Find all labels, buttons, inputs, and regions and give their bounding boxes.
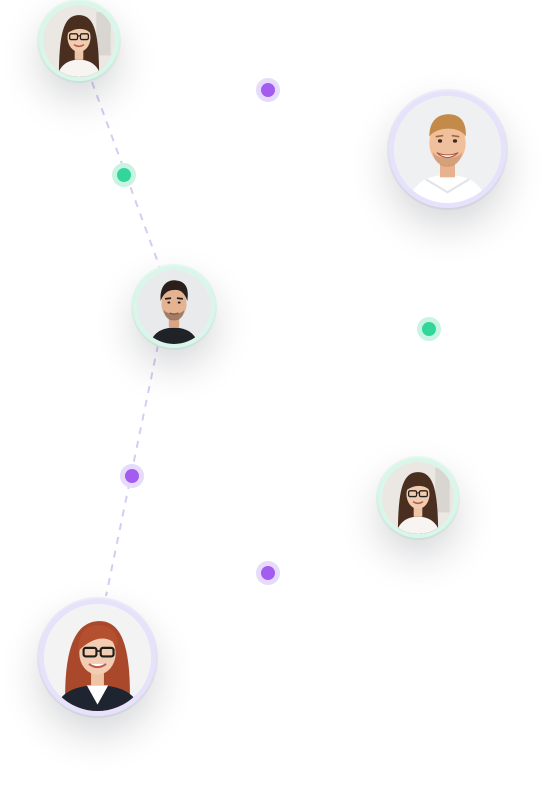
avatar-woman-red-hair-glasses-bottom-left — [39, 599, 156, 716]
avatar-man-dark-hair-center — [133, 266, 215, 348]
connector-dot-green-right — [422, 322, 436, 336]
avatar-man-smiling-chef-top-right — [389, 91, 506, 208]
avatar-woman-glasses-brunette-right — [378, 458, 458, 538]
connector-dot-purple-left — [125, 469, 139, 483]
connector-dot-purple-bottom — [261, 566, 275, 580]
portrait-man-smiling-icon — [394, 96, 501, 203]
portrait-woman-glasses-icon — [382, 462, 454, 534]
connector-dot-green-left — [117, 168, 131, 182]
connector-dot-purple-top — [261, 83, 275, 97]
portrait-woman-red-hair-icon — [44, 604, 151, 711]
portrait-woman-glasses-icon — [43, 5, 115, 77]
portrait-man-dark-hair-icon — [137, 270, 211, 344]
avatar-woman-glasses-brunette-top-left — [39, 1, 119, 81]
